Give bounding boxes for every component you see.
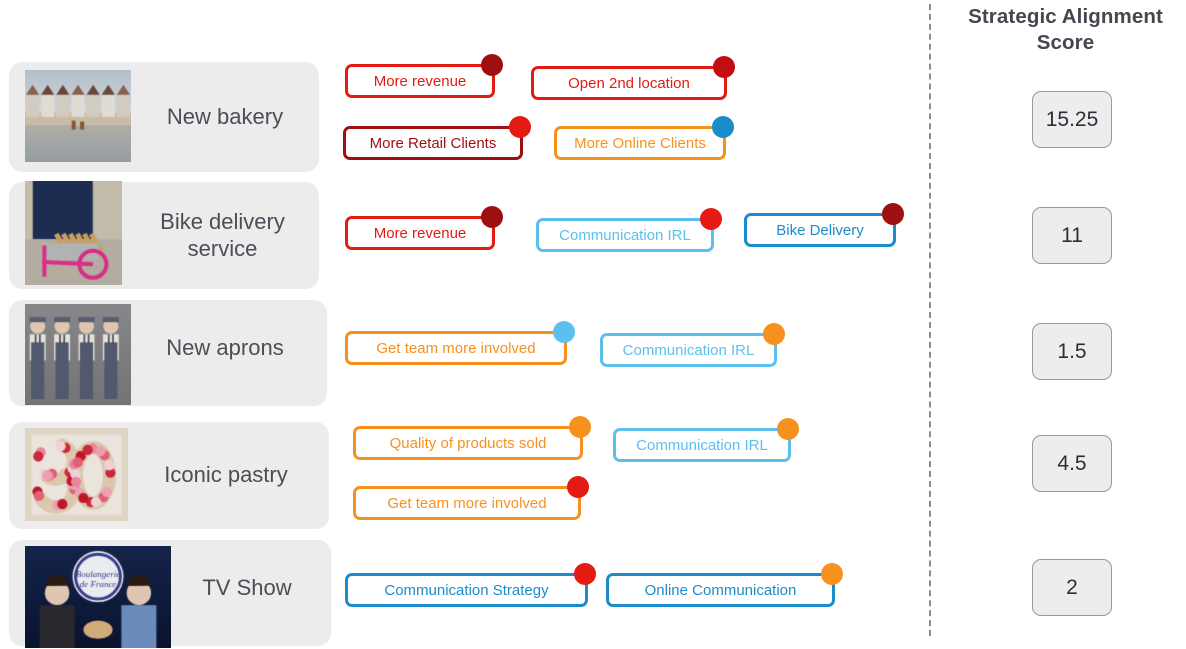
objective-tag-dot bbox=[574, 563, 596, 585]
score-value: 1.5 bbox=[1057, 339, 1087, 363]
objective-tag-label: Communication IRL bbox=[622, 341, 755, 359]
strategic-alignment-score-iconic-pastry: 4.5 bbox=[1032, 435, 1112, 492]
objective-tag[interactable]: More revenue bbox=[345, 54, 503, 98]
objective-tag-dot bbox=[553, 321, 575, 343]
objective-tag-dot bbox=[481, 54, 503, 76]
objective-tag[interactable]: Communication IRL bbox=[600, 323, 785, 367]
objective-tag-label: Get team more involved bbox=[387, 494, 547, 512]
objective-tag-dot bbox=[713, 56, 735, 78]
initiative-label-new-bakery: New bakery bbox=[166, 104, 284, 129]
objective-tag-dot bbox=[481, 206, 503, 228]
objective-tag[interactable]: Get team more involved bbox=[345, 321, 575, 365]
objective-tag-dot bbox=[700, 208, 722, 230]
objective-tag-label: Bike Delivery bbox=[776, 221, 864, 239]
objective-tag[interactable]: More Online Clients bbox=[554, 116, 734, 160]
objective-tag-dot bbox=[882, 203, 904, 225]
strategic-alignment-score-tv-show: 2 bbox=[1032, 559, 1112, 616]
objective-tag[interactable]: Communication IRL bbox=[613, 418, 799, 462]
objective-tag-label: Communication IRL bbox=[636, 436, 768, 454]
strategic-alignment-score-new-bakery: 15.25 bbox=[1032, 91, 1112, 148]
tv-show-bakers-photo bbox=[25, 546, 171, 648]
bike-with-baguettes-photo bbox=[25, 181, 122, 285]
objective-tag[interactable]: Open 2nd location bbox=[531, 56, 735, 100]
strategic-alignment-score-bike-delivery-service: 11 bbox=[1032, 207, 1112, 264]
objective-tag[interactable]: Get team more involved bbox=[353, 476, 589, 520]
objective-tag[interactable]: Quality of products sold bbox=[353, 416, 591, 460]
score-value: 4.5 bbox=[1057, 451, 1087, 475]
score-value: 11 bbox=[1061, 223, 1083, 247]
objective-tag[interactable]: Bike Delivery bbox=[744, 203, 904, 247]
objective-tag[interactable]: Communication Strategy bbox=[345, 563, 596, 607]
bakery-staff-aprons-photo bbox=[25, 304, 131, 405]
objective-tag[interactable]: More Retail Clients bbox=[343, 116, 531, 160]
number-30-pastry-photo bbox=[25, 428, 128, 521]
objective-tag-label: More revenue bbox=[373, 224, 467, 242]
objective-tag-label: Communication IRL bbox=[559, 226, 691, 244]
objective-tag-label: Get team more involved bbox=[376, 339, 536, 357]
initiative-label-iconic-pastry: Iconic pastry bbox=[164, 462, 288, 487]
objective-tag-label: More revenue bbox=[373, 72, 467, 90]
initiative-label-tv-show: TV Show bbox=[202, 575, 292, 600]
objective-tag-dot bbox=[712, 116, 734, 138]
initiative-label-new-aprons: New aprons bbox=[166, 335, 284, 360]
objective-tag-label: Communication Strategy bbox=[384, 581, 549, 599]
score-value: 2 bbox=[1066, 575, 1078, 599]
score-header-line2: Score bbox=[1036, 31, 1095, 54]
objective-tag-label: Quality of products sold bbox=[389, 434, 547, 452]
objective-tag-dot bbox=[569, 416, 591, 438]
objective-tag-dot bbox=[509, 116, 531, 138]
objective-tag-label: More Retail Clients bbox=[369, 134, 497, 152]
objective-tag-dot bbox=[567, 476, 589, 498]
score-value: 15.25 bbox=[1045, 107, 1099, 131]
coastal-houses-photo bbox=[25, 70, 131, 162]
objective-tag[interactable]: Communication IRL bbox=[536, 208, 722, 252]
objective-tag-label: More Online Clients bbox=[574, 134, 706, 152]
objective-tag[interactable]: Online Communication bbox=[606, 563, 843, 607]
objective-tag[interactable]: More revenue bbox=[345, 206, 503, 250]
score-header-line1: Strategic Alignment bbox=[968, 5, 1163, 28]
strategic-alignment-score-new-aprons: 1.5 bbox=[1032, 323, 1112, 380]
vertical-dashed-divider bbox=[929, 4, 931, 636]
score-column-header: Strategic Alignment Score bbox=[945, 4, 1186, 56]
objective-tag-label: Open 2nd location bbox=[568, 74, 690, 92]
objective-tag-label: Online Communication bbox=[644, 581, 797, 599]
objective-tag-dot bbox=[777, 418, 799, 440]
objective-tag-dot bbox=[763, 323, 785, 345]
objective-tag-dot bbox=[821, 563, 843, 585]
